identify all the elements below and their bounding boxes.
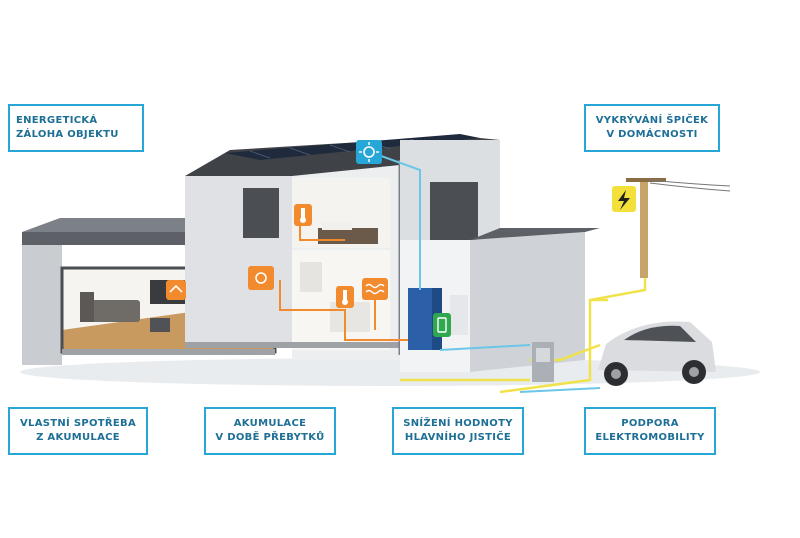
label-breaker-reduction: SNÍŽENÍ HODNOTY HLAVNÍHO JISTIČE	[392, 407, 524, 455]
label-breaker-reduction-line2: HLAVNÍHO JISTIČE	[404, 432, 512, 443]
label-surplus-accumulation-line2: V DOBĚ PŘEBYTKŮ	[215, 432, 325, 443]
label-emobility-support: PODPORA ELEKTROMOBILITY	[584, 407, 716, 455]
car-icon	[598, 321, 716, 386]
power-pole	[626, 178, 731, 278]
label-energy-backup: ENERGETICKÁ ZÁLOHA OBJEKTU	[8, 104, 144, 152]
data-lines	[369, 151, 601, 393]
meter-cabinet	[532, 342, 554, 382]
thermometer-icon-2	[336, 286, 354, 308]
label-emobility-support-line2: ELEKTROMOBILITY	[595, 432, 705, 443]
label-energy-backup-line2: ZÁLOHA OBJEKTU	[16, 129, 119, 140]
light-icon	[248, 266, 274, 290]
label-self-consumption-line2: Z AKUMULACE	[36, 432, 120, 443]
label-emobility-support-line1: PODPORA	[621, 418, 679, 429]
battery-status-icon	[433, 313, 451, 337]
heater-icon	[166, 280, 186, 300]
label-self-consumption-line1: VLASTNÍ SPOTŘEBA	[20, 418, 136, 429]
label-breaker-reduction-line1: SNÍŽENÍ HODNOTY	[403, 418, 513, 429]
right-wing	[400, 140, 600, 372]
thermometer-icon	[294, 204, 312, 226]
label-self-consumption: VLASTNÍ SPOTŘEBA Z AKUMULACE	[8, 407, 148, 455]
label-surplus-accumulation: AKUMULACE V DOBĚ PŘEBYTKŮ	[204, 407, 336, 455]
ground-shadow	[20, 358, 760, 386]
sun-icon	[356, 140, 382, 164]
lightning-warning-icon	[612, 186, 636, 212]
water-heater-icon	[362, 278, 388, 300]
label-peak-shaving: VYKRÝVÁNÍ ŠPIČEK V DOMÁCNOSTI	[584, 104, 720, 152]
label-surplus-accumulation-line1: AKUMULACE	[233, 418, 307, 429]
label-peak-shaving-line1: VYKRÝVÁNÍ ŠPIČEK	[595, 115, 709, 126]
label-peak-shaving-line2: V DOMÁCNOSTI	[606, 129, 698, 140]
label-energy-backup-line1: ENERGETICKÁ	[16, 115, 98, 126]
